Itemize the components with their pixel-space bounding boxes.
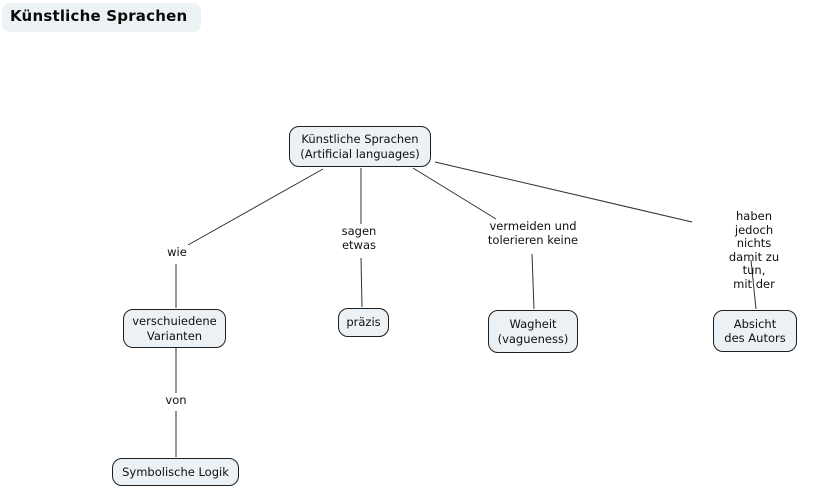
link-label-vermeiden-und-tolerieren-keine[interactable]: vermeiden und tolerieren keine [487, 219, 579, 247]
edge-root-to-vermeiden [412, 167, 497, 220]
map-title: Künstliche Sprachen [2, 3, 202, 32]
edge-sagen-to-precise [360, 257, 363, 308]
edge-vermeiden-to-vagueness [531, 253, 535, 310]
concept-node-verschuiedene-varianten[interactable]: verschuiedene Varianten [123, 309, 226, 348]
link-label-wie[interactable]: wie [167, 245, 187, 259]
concept-node-wagheit-vagueness[interactable]: Wagheit (vagueness) [488, 310, 578, 353]
concept-node-praezis[interactable]: präzis [338, 308, 389, 337]
link-label-haben-jedoch-nichts-damit-zu-tun[interactable]: haben jedoch nichts damit zu tun, mit de… [728, 209, 780, 291]
concept-node-kuenstliche-sprachen[interactable]: Künstliche Sprachen (Artificial language… [289, 126, 431, 167]
link-label-von[interactable]: von [165, 393, 187, 407]
edge-root-to-haben [434, 161, 693, 223]
link-label-sagen-etwas[interactable]: sagen etwas [341, 224, 377, 252]
concept-node-symbolische-logik[interactable]: Symbolische Logik [112, 458, 239, 486]
concept-node-absicht-des-autors[interactable]: Absicht des Autors [713, 310, 797, 352]
edge-root-to-wie [187, 168, 324, 246]
